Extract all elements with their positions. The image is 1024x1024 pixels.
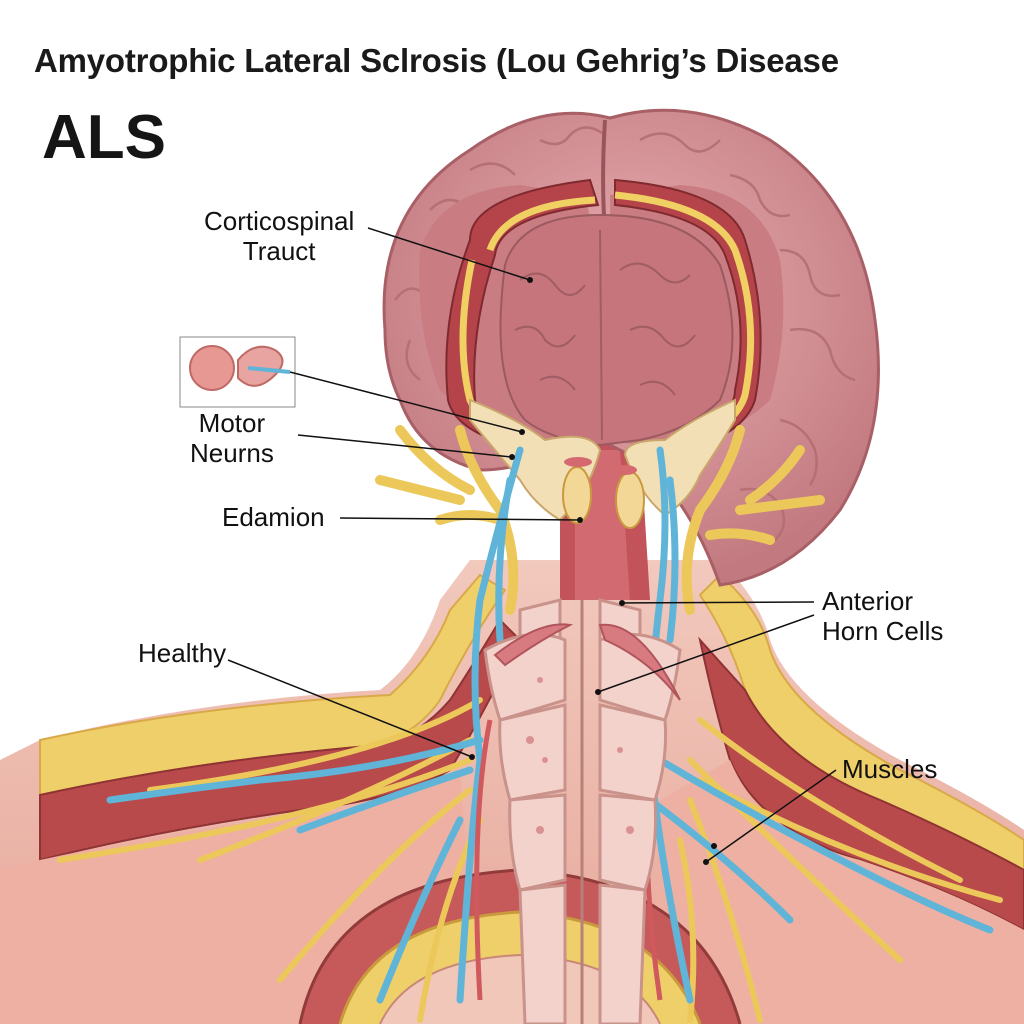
label-muscles: Muscles bbox=[842, 754, 938, 784]
label-corticospinal-tract: Corticospinal Trauct bbox=[204, 206, 355, 266]
label-motor-neurons: Motor Neurns bbox=[190, 408, 274, 468]
diagram-subtitle: ALS bbox=[42, 103, 166, 172]
neuron-cell-body bbox=[189, 345, 235, 391]
horn-right bbox=[598, 623, 681, 701]
horn-left bbox=[493, 623, 574, 667]
brain-inner bbox=[499, 213, 734, 447]
label-edamion: Edamion bbox=[222, 502, 325, 532]
diagram-title: Amyotrophic Lateral Sclrosis (Lou Gehrig… bbox=[34, 42, 839, 79]
spinal-column bbox=[483, 598, 682, 1024]
neuron-inset-frame bbox=[179, 336, 296, 408]
cortex-arc-left-outer bbox=[445, 178, 600, 447]
cortex-arc-left-yellow bbox=[486, 196, 596, 252]
label-anterior-horn-cells: Anterior Horn Cells bbox=[822, 586, 944, 646]
neuron-axon bbox=[237, 345, 284, 387]
vessels bbox=[106, 446, 994, 1004]
nerves-lower bbox=[57, 697, 1003, 1023]
leader-dots bbox=[469, 277, 717, 865]
label-healthy: Healthy bbox=[138, 638, 227, 668]
leader-lines bbox=[227, 227, 837, 863]
